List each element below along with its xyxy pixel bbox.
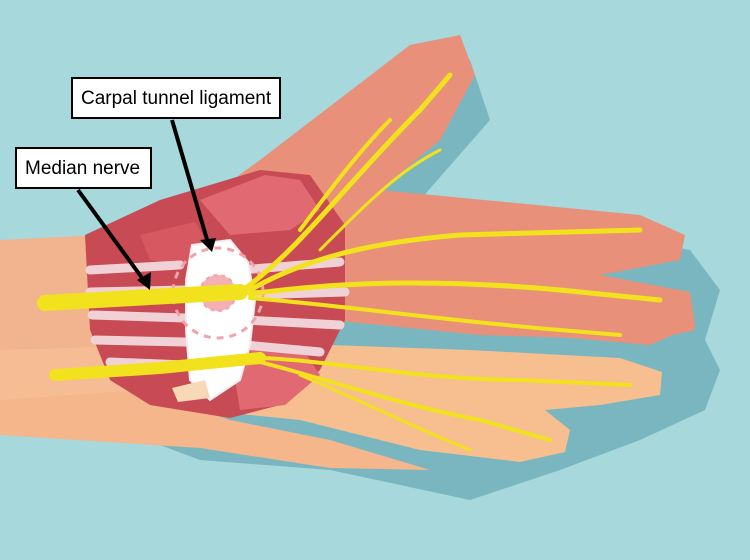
nerve-label: Median nerve — [15, 147, 152, 189]
bone-fragment — [172, 380, 210, 402]
ligament-label: Carpal tunnel ligament — [71, 77, 281, 119]
ligament-pointer-head — [200, 238, 216, 252]
nerve-pointer — [76, 188, 147, 284]
median-nerve — [37, 72, 663, 452]
finger-back-lower — [330, 280, 695, 340]
ligament-pointer — [170, 119, 210, 244]
nerve-pointer-head — [137, 272, 151, 290]
muscle-highlight-1 — [200, 175, 320, 235]
forearm-lower — [0, 390, 430, 470]
